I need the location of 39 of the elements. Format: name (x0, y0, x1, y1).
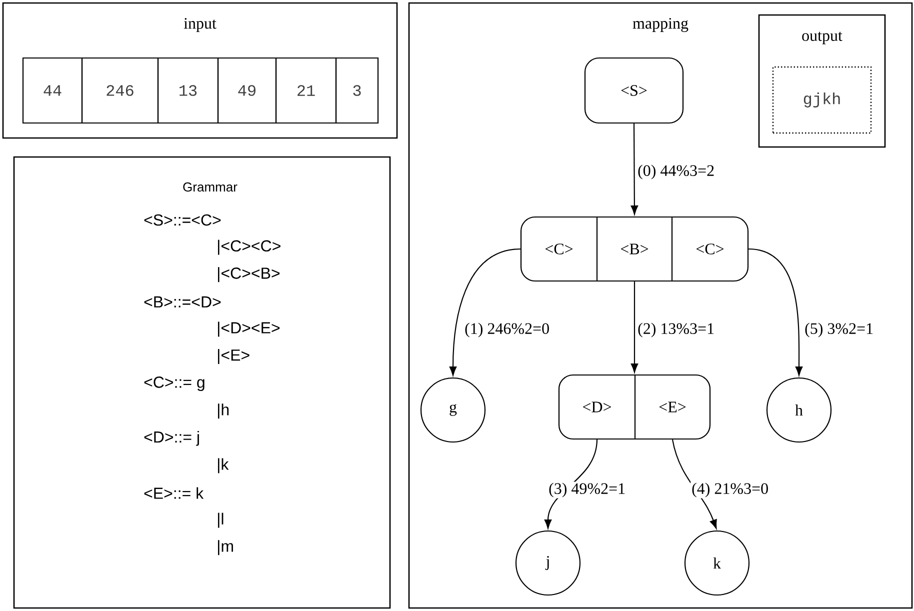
input-cell: 246 (81, 57, 159, 124)
rounded-box: <S> (584, 57, 684, 124)
grammar-rule: <S>::=<C> (144, 214, 221, 226)
edge-label: (4) 21%3=0 (690, 482, 770, 498)
grammar-rule: <E>::= k (144, 487, 204, 499)
arrow (630, 282, 638, 373)
record-field: <C> (696, 244, 724, 254)
input-cell: 49 (217, 57, 277, 124)
record-field: <D> (583, 402, 612, 412)
output-string-box: gjkh (772, 66, 872, 134)
grammar-rule: |<C><B> (218, 267, 280, 282)
arrow (630, 124, 638, 215)
grammar-rule: |<E> (218, 349, 250, 364)
edge-label: (3) 49%2=1 (548, 482, 627, 498)
grammar-rule: |<D><E> (218, 322, 280, 337)
edge-label: (5) 3%2=1 (804, 322, 875, 338)
record-field: <C> (545, 244, 573, 254)
edge-label: (0) 44%3=2 (636, 164, 716, 180)
grammar-rule: |<C><C> (218, 240, 280, 255)
grammar-rule: |k (218, 458, 229, 474)
edge-label: (1) 246%2=0 (464, 322, 551, 338)
input-cell: 44 (22, 57, 83, 124)
input-cell: 13 (157, 57, 219, 124)
panel-title: Grammar (183, 182, 238, 192)
arrow (449, 248, 521, 376)
grammar-rule: <C>::= g (144, 376, 204, 392)
edge-label: (2) 13%3=1 (636, 322, 716, 338)
record-box (558, 374, 711, 440)
grammar-rule: <B>::=<D> (144, 296, 221, 308)
arrow (748, 248, 803, 376)
grammar-rule: <D>::= j (144, 430, 199, 446)
grammar-rule: |l (218, 512, 224, 528)
input-cell: 3 (335, 57, 379, 124)
input-cell: 21 (275, 57, 337, 124)
record-box (520, 216, 749, 282)
grammar-rule: |h (218, 404, 229, 419)
record-field: <B> (620, 244, 648, 254)
record-field: <E> (659, 402, 686, 412)
grammar-rule: |m (218, 540, 233, 556)
